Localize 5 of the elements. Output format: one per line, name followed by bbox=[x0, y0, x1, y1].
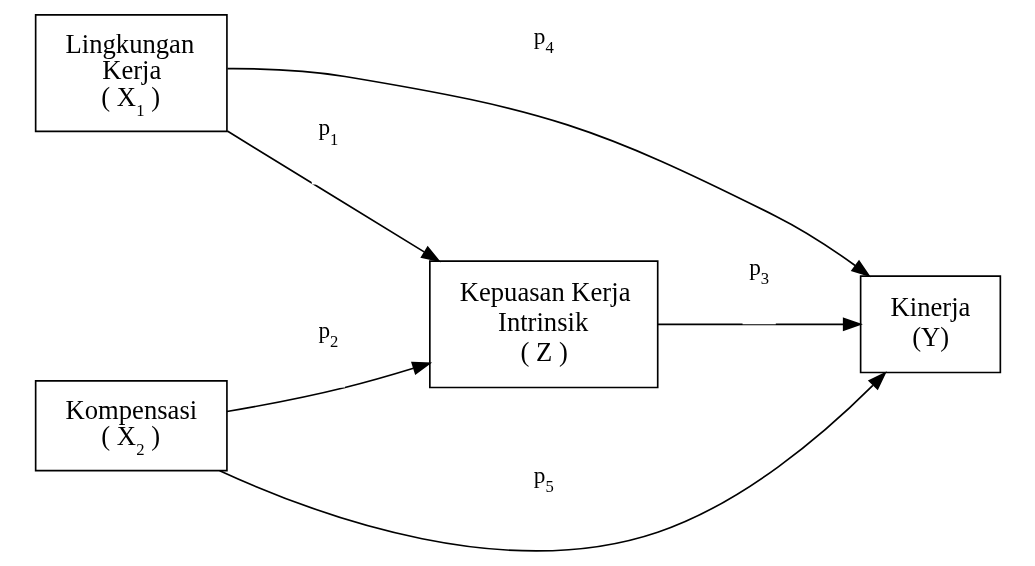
edge-label: p$_{1}$ bbox=[317, 114, 338, 149]
edge-label: p$_{2}$ bbox=[317, 316, 338, 352]
edge-label: p$_{3}$ bbox=[748, 253, 769, 289]
edge-label: p$_{4}$ bbox=[533, 22, 554, 58]
edge-label: p$_{5}$ bbox=[533, 461, 554, 497]
